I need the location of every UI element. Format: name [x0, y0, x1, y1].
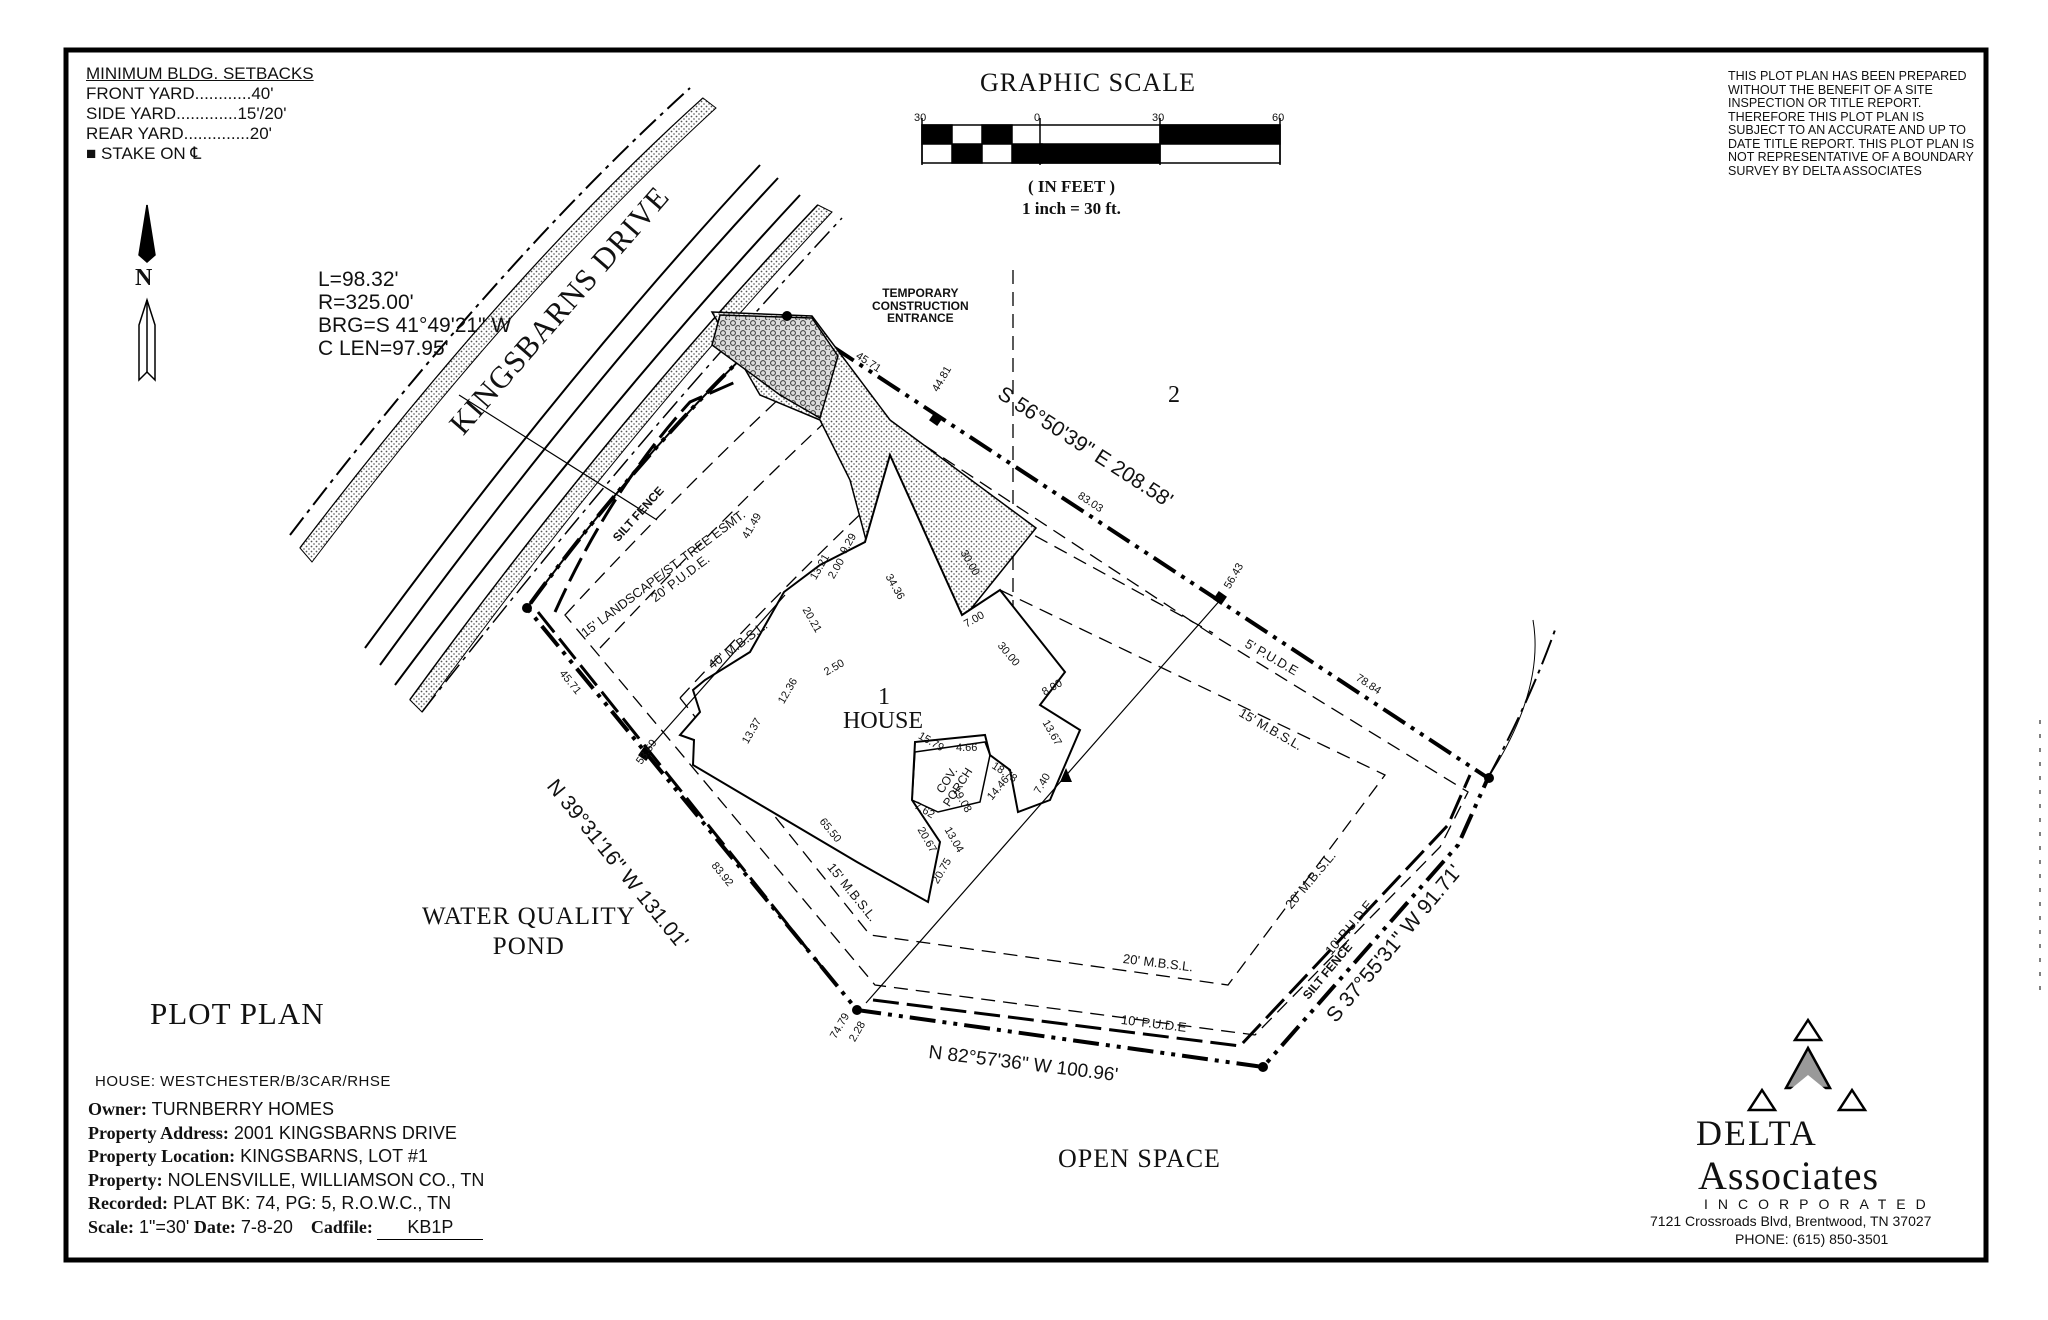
north-arrow-icon: [138, 204, 156, 382]
setback-row-side: SIDE YARD.............15'/20': [86, 104, 287, 123]
setback-row-rear: REAR YARD..............20': [86, 124, 272, 143]
curve-leader-line: [458, 394, 658, 521]
tie-line-east: [865, 597, 1223, 1004]
temporary-construction-entrance: [711, 314, 839, 420]
company-phone: PHONE: (615) 850-3501: [1735, 1231, 1889, 1247]
covered-porch: [911, 741, 991, 813]
address-row: Property Address: 2001 KINGSBARNS DRIVE: [88, 1122, 457, 1143]
setback-row-front: FRONT YARD............40': [86, 84, 274, 103]
disclaimer-note: THIS PLOT PLAN HAS BEEN PREPARED WITHOUT…: [1728, 69, 1975, 178]
company-address: 7121 Crossroads Blvd, Brentwood, TN 3702…: [1650, 1213, 1932, 1229]
stakes: [522, 311, 1494, 1072]
curve-data: L=98.32' R=325.00' BRG=S 41°49'21" W C L…: [318, 268, 512, 360]
plot-plan-title: PLOT PLAN: [150, 996, 325, 1031]
house-footprint: [678, 452, 1082, 904]
scale-row: Scale: 1"=30' Date: 7-8-20 Cadfile: KB1P: [88, 1216, 484, 1240]
silt-fence: [536, 378, 1472, 1048]
setbacks-header: MINIMUM BLDG. SETBACKS: [86, 64, 314, 83]
house-type: HOUSE: WESTCHESTER/B/3CAR/RHSE: [95, 1073, 391, 1090]
house-label: HOUSE: [843, 708, 924, 734]
street-kingsbarns-drive: [289, 87, 843, 713]
recorded-row: Recorded: PLAT BK: 74, PG: 5, R.O.W.C., …: [88, 1193, 452, 1213]
setbacks-table: MINIMUM BLDG. SETBACKS FRONT YARD.......…: [86, 64, 314, 164]
sheet-border: [63, 47, 1989, 1263]
property-row: Property: NOLENSVILLE, WILLIAMSON CO., T…: [88, 1169, 485, 1190]
scale-tick-30a: 30: [914, 112, 927, 124]
title-block: Owner: TURNBERRY HOMES Property Address:…: [88, 1098, 484, 1240]
open-space-label: OPEN SPACE: [1058, 1144, 1221, 1173]
easement-lines: [564, 270, 1469, 1036]
scale-tick-30b: 30: [1152, 112, 1165, 124]
north-label: N: [135, 265, 153, 291]
stake-note: ■ STAKE ON ℄: [86, 144, 202, 163]
delta-logo-icon: [1746, 1017, 1868, 1112]
company-inc: INCORPORATED: [1704, 1196, 1936, 1212]
graphic-scale-title: GRAPHIC SCALE: [980, 68, 1196, 97]
adjacent-lot-number: 2: [1168, 382, 1180, 408]
water-quality-pond-label: WATER QUALITY POND: [422, 903, 636, 960]
owner-row: Owner: TURNBERRY HOMES: [88, 1099, 335, 1119]
graphic-scale-bar: [921, 118, 1281, 165]
dim-label: 4.66: [956, 742, 978, 754]
lot-number: 1: [878, 684, 890, 710]
scale-tick-0: 0: [1034, 112, 1041, 124]
graphic-scale-units: ( IN FEET ) 1 inch = 30 ft.: [1022, 177, 1121, 218]
tie-line-west: [642, 594, 786, 756]
company-name: DELTA: [1696, 1113, 1818, 1153]
scale-tick-60: 60: [1272, 112, 1285, 124]
company-name-line2: Associates: [1698, 1153, 1880, 1198]
location-row: Property Location: KINGSBARNS, LOT #1: [88, 1146, 428, 1166]
construction-entrance-label: TEMPORARY CONSTRUCTION ENTRANCE: [872, 286, 969, 325]
